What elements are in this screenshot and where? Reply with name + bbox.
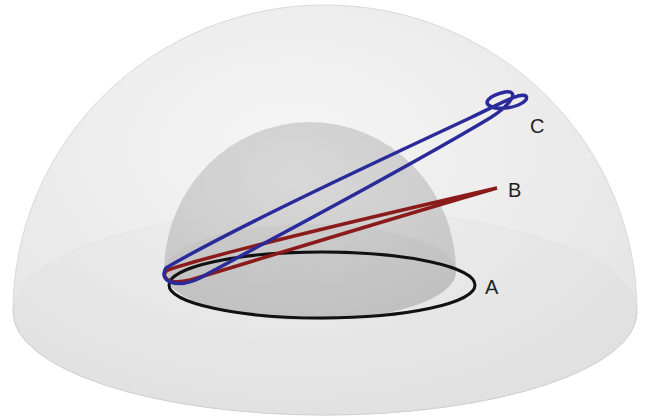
orbit-b bbox=[164, 188, 497, 282]
inner-hemisphere bbox=[164, 122, 456, 320]
orbit-c bbox=[164, 92, 527, 284]
orbit-a bbox=[169, 252, 475, 318]
curve-label: C bbox=[530, 116, 544, 136]
curve-label: B bbox=[508, 180, 521, 200]
curve-label: A bbox=[485, 277, 498, 297]
outer-hemisphere bbox=[13, 5, 637, 415]
